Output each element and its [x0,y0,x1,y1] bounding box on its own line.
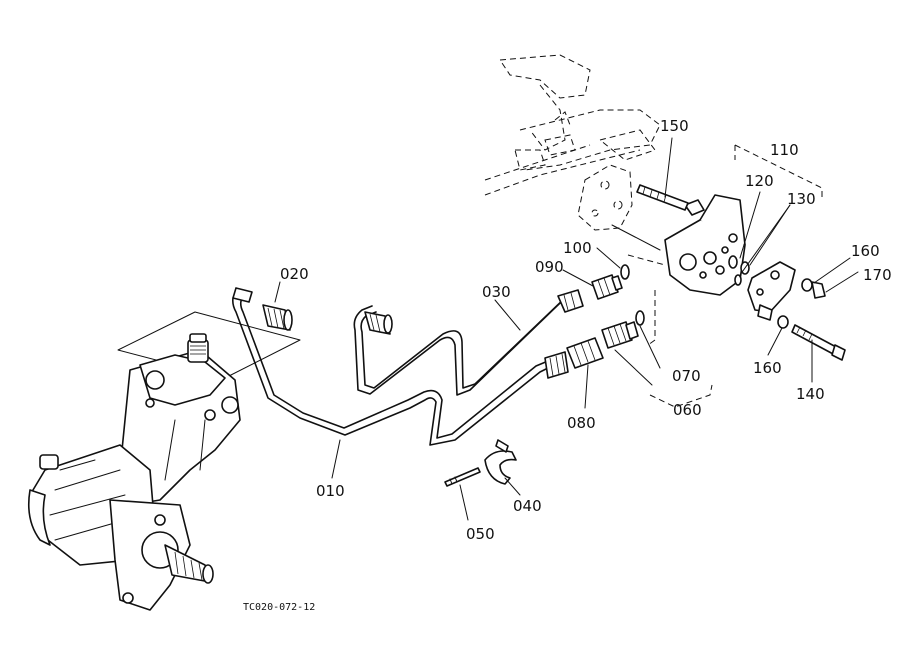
steering-gearbox-assembly [27,311,301,611]
adapter-080 [566,337,604,369]
callout-170: 170 [863,266,892,284]
pipe-030 [353,289,584,396]
callout-040: 040 [513,497,542,515]
callout-labels: 010 020 030 040 050 060 070 080 090 100 … [243,117,892,613]
chassis-frame-outline [484,54,661,196]
pin-050 [444,467,481,487]
valve-assembly-110 [577,144,846,361]
callout-030: 030 [482,283,511,301]
callout-070: 070 [672,367,701,385]
clamp-040 [484,439,517,485]
callout-090: 090 [535,258,564,276]
callout-060: 060 [673,401,702,419]
callout-010: 010 [316,482,345,500]
callout-050: 050 [466,525,495,543]
fittings-020 [262,304,393,335]
callout-160-lower: 160 [753,359,782,377]
callout-130: 130 [787,190,816,208]
leader-lines [274,137,859,521]
callout-020: 020 [280,265,309,283]
callout-160-upper: 160 [851,242,880,260]
callout-100: 100 [563,239,592,257]
callout-120: 120 [745,172,774,190]
o-ring-100 [620,264,630,280]
callout-110: 110 [770,141,799,159]
o-ring-070 [635,310,645,326]
fitting-090 [591,274,623,300]
callout-150: 150 [660,117,689,135]
figure-code: TC020-072-12 [243,602,315,613]
callout-080: 080 [567,414,596,432]
fitting-060 [601,321,639,349]
callout-140: 140 [796,385,825,403]
pipe-010 [232,287,569,446]
